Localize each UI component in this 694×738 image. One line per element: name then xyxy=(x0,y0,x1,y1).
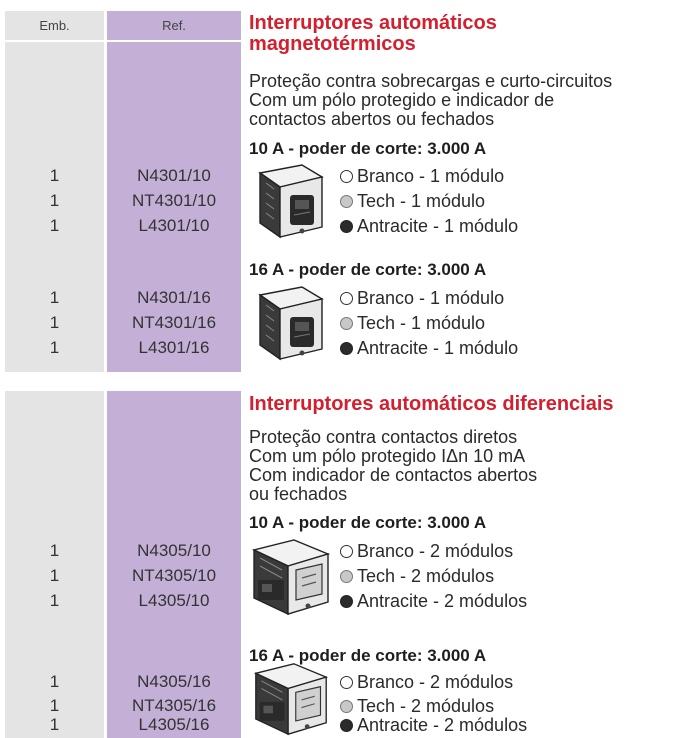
emb-qty: 1 xyxy=(49,191,60,210)
variant-anthracite: Antracite - 2 módulos xyxy=(340,589,527,613)
emb-qty: 1 xyxy=(49,715,60,734)
single-module-breaker-icon xyxy=(258,286,324,361)
tech-dot-icon xyxy=(340,569,353,583)
white-dot-icon xyxy=(340,169,353,183)
ref-code: NT4305/16 xyxy=(131,696,217,715)
ref-header: Ref. xyxy=(107,11,241,40)
emb-qty: 1 xyxy=(49,216,60,235)
anthracite-dot-icon xyxy=(340,341,353,355)
rating-spec: 10 A - poder de corte: 3.000 A xyxy=(249,513,487,532)
ref-code: L4305/16 xyxy=(138,715,210,734)
ref-code: NT4305/10 xyxy=(131,566,217,585)
section-title: Interruptores automáticos magnetotérmico… xyxy=(249,12,497,55)
anthracite-dot-icon xyxy=(340,219,353,233)
emb-qty: 1 xyxy=(49,591,60,610)
section-description: Proteção contra sobrecargas e curto-circ… xyxy=(249,71,613,129)
rating-spec: 10 A - poder de corte: 3.000 A xyxy=(249,139,487,158)
anthracite-dot-icon xyxy=(340,594,353,608)
rating-spec: 16 A - poder de corte: 3.000 A xyxy=(249,260,487,279)
tech-dot-icon xyxy=(340,316,353,330)
variant-white: Branco - 1 módulo xyxy=(340,286,504,310)
ref-column-bottom xyxy=(107,391,241,738)
variant-tech: Tech - 2 módulos xyxy=(340,694,494,718)
variant-anthracite: Antracite - 1 módulo xyxy=(340,336,518,360)
ref-code: NT4301/16 xyxy=(131,313,217,332)
emb-qty: 1 xyxy=(49,166,60,185)
emb-qty: 1 xyxy=(49,313,60,332)
section-description: Proteção contra contactos diretos Com um… xyxy=(249,427,538,504)
ref-code: L4305/10 xyxy=(138,591,210,610)
ref-code: N4305/16 xyxy=(137,672,211,691)
emb-qty: 1 xyxy=(49,541,60,560)
anthracite-dot-icon xyxy=(340,718,353,732)
ref-code: NT4301/10 xyxy=(131,191,217,210)
variant-white: Branco - 1 módulo xyxy=(340,164,504,188)
variant-white: Branco - 2 módulos xyxy=(340,539,513,563)
variant-white: Branco - 2 módulos xyxy=(340,670,513,694)
tech-dot-icon xyxy=(340,699,353,713)
ref-code: L4301/10 xyxy=(138,216,210,235)
emb-qty: 1 xyxy=(49,338,60,357)
rating-spec: 16 A - poder de corte: 3.000 A xyxy=(249,646,487,665)
white-dot-icon xyxy=(340,544,353,558)
double-module-rcbo-icon xyxy=(251,539,331,616)
variant-tech: Tech - 2 módulos xyxy=(340,564,494,588)
ref-code: N4301/16 xyxy=(137,288,211,307)
variant-tech: Tech - 1 módulo xyxy=(340,189,485,213)
double-module-rcbo-icon xyxy=(253,663,329,736)
ref-column-top xyxy=(107,42,241,372)
emb-qty: 1 xyxy=(49,566,60,585)
tech-dot-icon xyxy=(340,194,353,208)
ref-code: N4305/10 xyxy=(137,541,211,560)
variant-anthracite: Antracite - 2 módulos xyxy=(340,713,527,737)
section-title: Interruptores automáticos diferenciais xyxy=(249,393,614,415)
ref-code: L4301/16 xyxy=(138,338,210,357)
white-dot-icon xyxy=(340,291,353,305)
emb-column-top xyxy=(5,42,104,372)
ref-code: N4301/10 xyxy=(137,166,211,185)
white-dot-icon xyxy=(340,675,353,689)
emb-qty: 1 xyxy=(49,696,60,715)
variant-tech: Tech - 1 módulo xyxy=(340,311,485,335)
single-module-breaker-icon xyxy=(258,164,324,239)
emb-qty: 1 xyxy=(49,288,60,307)
variant-anthracite: Antracite - 1 módulo xyxy=(340,214,518,238)
emb-qty: 1 xyxy=(49,672,60,691)
emb-header: Emb. xyxy=(5,11,104,40)
emb-column-bottom xyxy=(5,391,104,738)
